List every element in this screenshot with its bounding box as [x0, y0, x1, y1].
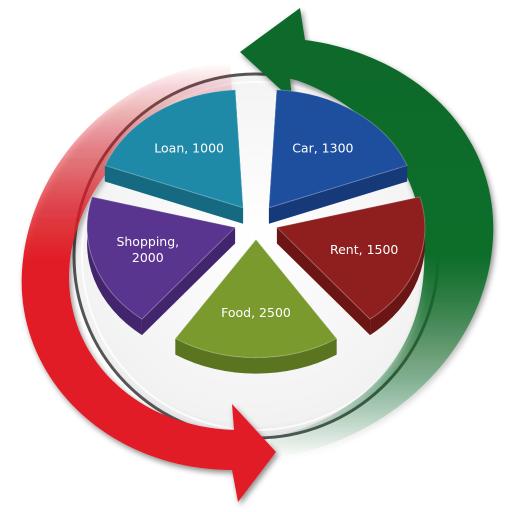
pie-slice-edge-car	[268, 165, 408, 224]
pie-slice-loan	[104, 89, 244, 209]
pie-slice-shopping	[86, 196, 237, 320]
data-label-loan: Loan, 1000	[154, 141, 224, 156]
data-label-food: Food, 2500	[221, 305, 291, 320]
pie-slice-edge-rent	[276, 227, 371, 336]
pie-slice-food	[174, 238, 338, 359]
pie-slice-rent	[275, 196, 426, 320]
pie-slice-edge-loan	[104, 165, 244, 224]
pie-slice-side-rent	[370, 196, 425, 336]
data-label-rent: Rent, 1500	[330, 242, 398, 257]
pie-slices	[86, 89, 426, 374]
pie-slice-side-food	[175, 338, 337, 374]
pie-slice-side-shopping	[87, 196, 142, 336]
data-label-car: Car, 1300	[292, 141, 353, 156]
green-cycle-arrow-icon	[240, 8, 494, 458]
pie-slice-car	[268, 89, 408, 209]
red-cycle-arrow-icon	[21, 62, 277, 502]
data-label-shopping: Shopping,2000	[116, 234, 179, 265]
pie-slice-edge-shopping	[141, 227, 236, 336]
